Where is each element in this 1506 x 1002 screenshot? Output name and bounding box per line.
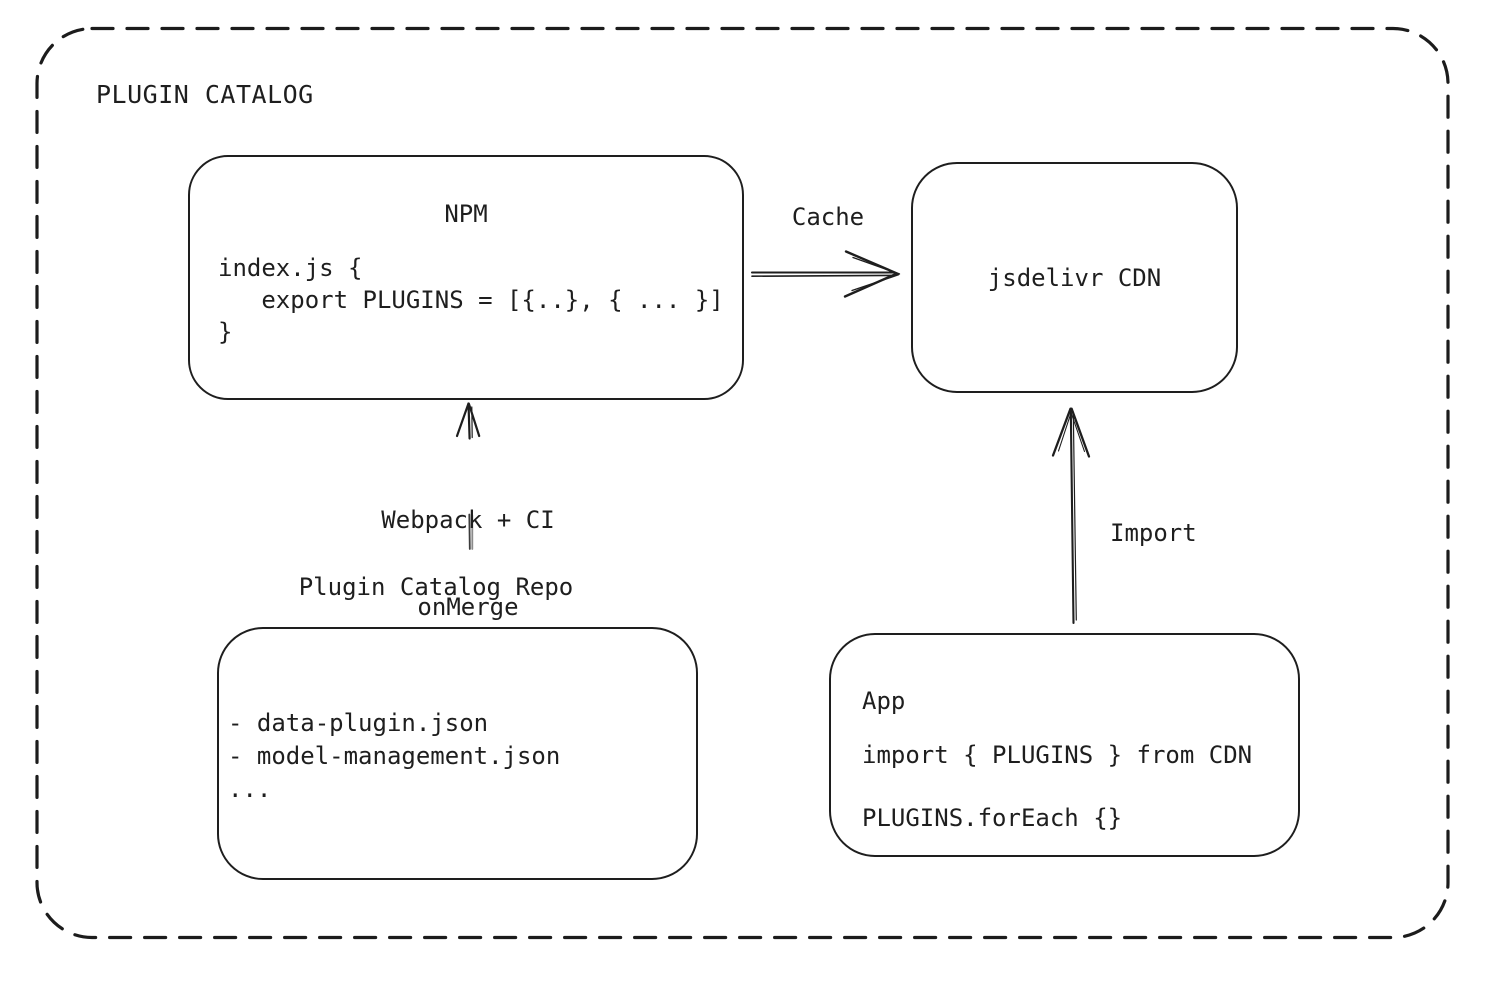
npm-node: NPM index.js { export PLUGINS = [{..}, {… (188, 155, 744, 400)
app-foreach-statement: PLUGINS.forEach {} (862, 804, 1123, 832)
build-arrow-label: Webpack + CI onMerge (338, 448, 598, 680)
app-import-statement: import { PLUGINS } from CDN (862, 741, 1253, 769)
cdn-node: jsdelivr CDN (911, 162, 1238, 393)
npm-index-js-code: index.js { export PLUGINS = [{..}, { ...… (218, 254, 724, 346)
import-arrow (1051, 407, 1091, 625)
app-node-title: App (862, 687, 906, 715)
cdn-node-label: jsdelivr CDN (987, 263, 1162, 292)
repo-node-title: Plugin Catalog Repo (298, 573, 574, 601)
diagram-title: PLUGIN CATALOG (96, 80, 314, 109)
npm-node-title: NPM (444, 200, 488, 228)
import-arrow-label: Import (1110, 519, 1197, 547)
cache-arrow (750, 250, 901, 298)
repo-file-list: - data-plugin.json - model-management.js… (228, 709, 561, 803)
app-node: App import { PLUGINS } from CDN PLUGINS.… (829, 633, 1300, 857)
build-arrow-label-line2: onMerge (417, 593, 519, 621)
cache-arrow-label: Cache (791, 203, 865, 231)
build-arrow-label-line1: Webpack + CI (381, 506, 555, 534)
repo-node: - data-plugin.json - model-management.js… (217, 627, 698, 880)
